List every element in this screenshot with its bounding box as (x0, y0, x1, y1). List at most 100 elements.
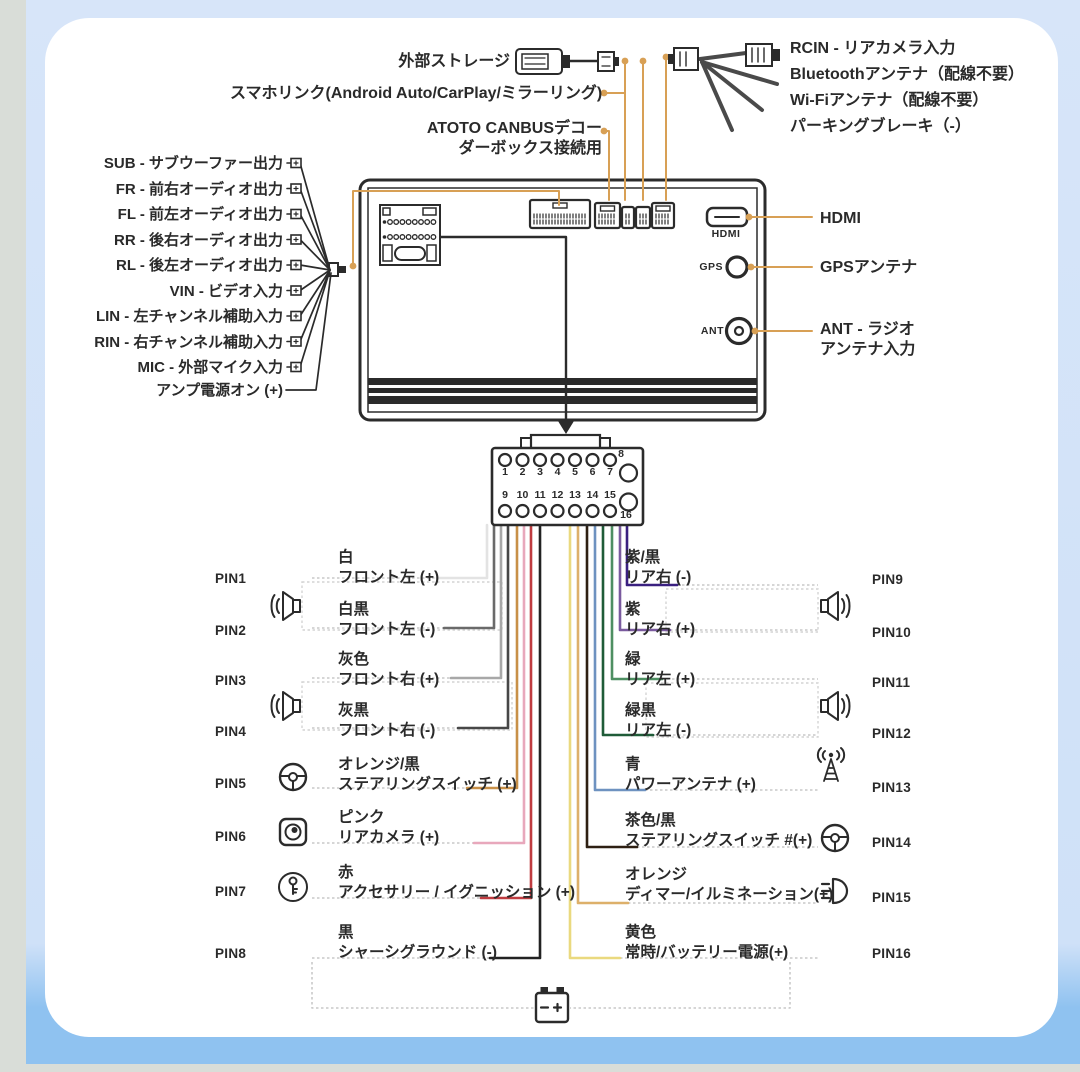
speaker-icon (270, 591, 301, 621)
connector-pin-number: 14 (586, 489, 599, 501)
pin-number-label: PIN2 (215, 623, 247, 638)
rca-output-label: RIN - 右チャンネル補助入力 (94, 334, 283, 351)
pin-number-label: PIN10 (872, 625, 912, 640)
wire-function-label: リア左 (+) (625, 671, 696, 688)
wire-color-name: 灰色 (338, 651, 370, 668)
rca-output-label: RR - 後右オーディオ出力 (114, 232, 283, 249)
wire-function-label: パワーアンテナ (+) (625, 776, 756, 793)
pin-number-label: PIN6 (215, 829, 247, 844)
wire-color-name: 紫/黒 (625, 549, 661, 566)
wire-color-name: 茶色/黒 (625, 812, 676, 829)
rca-output-label: FR - 前右オーディオ出力 (115, 181, 283, 198)
wire-function-label: アクセサリー / イグニッション (+) (338, 884, 576, 901)
wire-function-label: リアカメラ (+) (338, 829, 440, 846)
wire-function-label: 常時/バッテリー電源(+) (625, 944, 789, 961)
smartphone-link-label: スマホリンク(Android Auto/CarPlay/ミラーリング) (230, 85, 603, 102)
connector-pin-number: 8 (618, 448, 624, 460)
pin-number-label: PIN9 (872, 572, 904, 587)
connector-pin-number: 3 (537, 466, 543, 478)
harness-wire-label: Bluetoothアンテナ（配線不要） (790, 66, 1025, 83)
connector-pin-number: 6 (589, 466, 596, 478)
pin-number-label: PIN14 (872, 835, 912, 850)
hdmi-label: HDMI (820, 210, 861, 227)
harness-wire-label: Wi-Fiアンテナ（配線不要） (790, 92, 989, 109)
wire-function-label: ステアリングスイッチ (+) (338, 776, 517, 793)
rear-camera-icon (278, 817, 308, 847)
speaker-icon (820, 691, 851, 721)
pin-number-label: PIN13 (872, 780, 912, 795)
wire-function-label: フロント左 (-) (338, 621, 436, 638)
connector-pin-number: 2 (519, 466, 526, 478)
pin-number-label: PIN12 (872, 726, 912, 741)
connector-pin-number: 9 (502, 489, 508, 501)
canbus-label-line1: ATOTO CANBUSデコー (426, 120, 602, 137)
speaker-icon (270, 691, 301, 721)
external-storage-label: 外部ストレージ (398, 53, 510, 70)
pin-number-label: PIN8 (215, 946, 247, 961)
wire-function-label: フロント右 (-) (338, 722, 436, 739)
wire-function-label: リア左 (-) (625, 722, 692, 739)
connector-pin-number: 13 (569, 489, 581, 501)
wire-function-label: リア右 (-) (625, 569, 692, 586)
pin-number-label: PIN3 (215, 673, 247, 688)
connector-pin-number: 5 (572, 466, 578, 478)
connector-pin-number: 11 (534, 489, 546, 501)
gps-port-label: GPS (699, 261, 723, 273)
rca-output-label: SUB - サブウーファー出力 (103, 155, 283, 172)
wire-color-name: 白黒 (338, 601, 370, 618)
wire-function-label: リア右 (+) (625, 621, 696, 638)
ant-port-label: ANT (700, 325, 724, 337)
radio-antenna-label-line2: アンテナ入力 (820, 341, 916, 358)
wire-color-name: 白 (338, 549, 354, 566)
wire-color-name: 灰黒 (338, 702, 370, 719)
pin-number-label: PIN1 (215, 571, 247, 586)
rca-output-label: FL - 前左オーディオ出力 (117, 206, 283, 223)
wire-color-name: オレンジ/黒 (338, 756, 420, 773)
steering-wheel-icon (278, 762, 308, 792)
pin-number-label: PIN5 (215, 776, 247, 791)
rca-output-label: アンプ電源オン (+) (156, 382, 283, 399)
hdmi-port-label: HDMI (711, 228, 741, 240)
wire-color-name: 黒 (338, 924, 354, 941)
harness-wire-label: RCIN - リアカメラ入力 (790, 40, 956, 57)
connector-pin-number: 12 (551, 489, 564, 501)
wire-function-label: シャーシグラウンド (-) (338, 944, 497, 961)
wire-color-name: ピンク (338, 809, 385, 826)
left-gray-strip (0, 0, 26, 1072)
wire-function-label: ステアリングスイッチ #(+) (625, 832, 813, 849)
pin-number-label: PIN15 (872, 890, 912, 905)
wire-color-name: 緑 (625, 651, 641, 668)
headlight-icon (820, 877, 849, 905)
wire-color-name: 赤 (338, 864, 354, 881)
wire-color-name: 緑黒 (625, 702, 657, 719)
harness-wire-label: パーキングブレーキ（-） (790, 118, 971, 135)
wire-color-name: 黄色 (625, 924, 657, 941)
speaker-icon (820, 591, 851, 621)
rca-output-label: LIN - 左チャンネル補助入力 (95, 308, 283, 325)
connector-pin-number: 16 (620, 509, 632, 521)
gps-antenna-label: GPSアンテナ (820, 259, 918, 276)
rca-output-label: MIC - 外部マイク入力 (137, 359, 283, 376)
canbus-label-line2: ダーボックス接続用 (458, 140, 602, 157)
wire-function-label: フロント左 (+) (338, 569, 440, 586)
ignition-icon (278, 872, 308, 902)
rca-output-label: VIN - ビデオ入力 (169, 283, 283, 300)
connector-pin-number: 4 (554, 466, 561, 478)
wire-color-name: 紫 (625, 601, 641, 618)
pin-number-label: PIN4 (215, 724, 247, 739)
wire-function-label: ディマー/イルミネーション(+) (625, 886, 834, 903)
pin-number-label: PIN16 (872, 946, 912, 961)
connector-pin-number: 7 (607, 466, 613, 478)
bottom-gray-strip (0, 1064, 1080, 1072)
rca-output-label: RL - 後左オーディオ出力 (115, 257, 283, 274)
wire-color-name: オレンジ (625, 866, 688, 883)
connector-pin-number: 15 (604, 489, 616, 501)
radio-antenna-label-line1: ANT - ラジオ (820, 321, 915, 338)
wire-color-name: 青 (625, 756, 641, 773)
connector-pin-number: 1 (502, 466, 508, 478)
steering-wheel-icon (820, 823, 850, 853)
connector-pin-number: 10 (516, 489, 529, 501)
pin-number-label: PIN11 (872, 675, 911, 690)
wire-function-label: フロント右 (+) (338, 671, 440, 688)
